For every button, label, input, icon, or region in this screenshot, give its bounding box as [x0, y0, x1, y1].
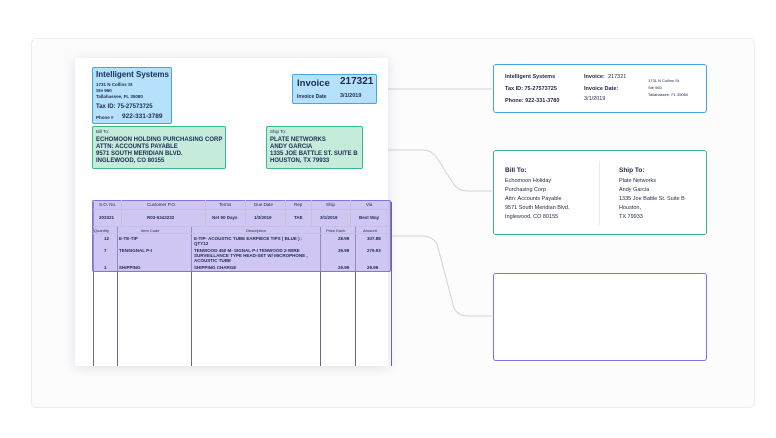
order-header-so: S.O. No.	[99, 202, 117, 207]
company-phone-label: Phone #	[96, 115, 114, 120]
order-ship: 3/1/2019	[320, 215, 338, 220]
extracted-bill-line1: Echomoon Holiday	[505, 178, 552, 184]
line-items-highlight[interactable]	[92, 200, 391, 272]
item-3-price: 29.99	[338, 265, 350, 270]
item-3-code: SHIPPING	[119, 265, 141, 270]
invoice-number: 217321	[340, 76, 374, 87]
bill-to-label: Bill To:	[96, 129, 110, 134]
item-2-code: TENSIGNAL P-I	[119, 248, 152, 253]
invoice-title: Invoice	[297, 78, 330, 89]
extracted-ship-line1: Plate Networks	[619, 178, 656, 184]
item-2-price: 39.99	[338, 248, 350, 253]
extracted-ship-line3: 1335 Joe Battle St. Suite B	[619, 196, 685, 202]
item-1-desc1: E-TIP- ACOUSTIC TUBE EARPIECE TIPS ( BLU…	[194, 236, 303, 241]
extracted-bill-line2: Purchasing Corp	[505, 187, 546, 193]
extracted-phone: Phone: 922-331-3780	[505, 98, 560, 104]
item-1-amount: 337.88	[367, 236, 381, 241]
extracted-header-card[interactable]: Intelligent Systems Tax ID: 75-27573725 …	[493, 64, 707, 113]
company-city: Tallahassee, FL 35080	[96, 94, 143, 99]
invoice-number-highlight[interactable]	[292, 74, 377, 104]
extracted-bill-label: Bill To:	[505, 167, 527, 174]
bill-to-line2: ATTN: ACCOUNTS PAYABLE	[96, 144, 178, 150]
connector-lineitems	[390, 235, 492, 317]
extracted-bill-line3: Attn: Accounts Payable	[505, 196, 562, 202]
order-via: Best Way	[359, 215, 380, 220]
item-3-desc1: SHIPPING CHARGE	[194, 265, 237, 270]
company-suite: Ste 960	[96, 88, 112, 93]
order-so: 203321	[99, 215, 115, 220]
extracted-addr1: 1731 N Collins St	[648, 78, 679, 83]
extracted-tax-id: Tax ID: 75-27573725	[505, 86, 557, 92]
invoice-date-label: Invoice Date	[297, 94, 327, 100]
extracted-date-value: 3/1/2019	[584, 96, 606, 102]
items-header-desc: Description	[246, 228, 267, 233]
company-info-highlight[interactable]	[92, 67, 172, 124]
items-header-amount: Amount	[363, 228, 377, 233]
bill-to-line3: 9571 SOUTH MERIDIAN BLVD.	[96, 151, 183, 157]
extracted-invoice-label: Invoice:	[584, 74, 605, 80]
ship-to-line3: 1335 JOE BATTLE ST. SUITE B	[270, 151, 358, 157]
ship-to-highlight[interactable]	[266, 126, 363, 169]
extracted-company: Intelligent Systems	[505, 74, 556, 80]
order-po: R03-5343232	[147, 215, 175, 220]
order-header-rep: Rep	[294, 202, 303, 207]
items-header-price: Price Each	[326, 228, 346, 233]
ship-to-label: Ship To:	[270, 129, 287, 134]
order-header-po: Customer P.O.	[147, 202, 177, 207]
item-1-desc2: QTY12	[194, 241, 209, 246]
company-tax-id: Tax ID: 75-27573725	[96, 104, 153, 110]
extracted-ship-line4: Houston,	[619, 205, 642, 211]
company-name: Intelligent Systems	[96, 70, 169, 79]
order-header-ship: Ship	[326, 202, 336, 207]
order-header-via: Via	[366, 202, 373, 207]
extracted-bill-line4: 9571 South Meridian Blvd.	[505, 205, 570, 211]
items-header-code: Item Code	[141, 228, 160, 233]
item-1-code: E-TE-TIP	[119, 236, 138, 241]
bill-to-highlight[interactable]	[92, 126, 226, 169]
item-2-desc2: SURVEILLANCE TYPE HEAD-SET W/ MICROPHONE…	[194, 253, 308, 258]
extracted-ship-line2: Andy Garcia	[619, 187, 650, 193]
extracted-invoice-value: 217321	[608, 74, 627, 80]
extracted-bill-line5: Inglewood, CO 80155	[505, 214, 559, 220]
order-header-due: Due Date	[254, 202, 274, 207]
ship-to-line1: PLATE NETWORKS	[270, 137, 326, 143]
company-phone: 922-331-3789	[122, 113, 163, 120]
extracted-addr3: Tallahassee, FL 35080	[648, 92, 689, 97]
order-header-terms: Terms	[219, 202, 232, 207]
item-3-amount: 29.99	[367, 265, 379, 270]
item-3-qty: 1	[104, 265, 107, 270]
items-header-qty: Quantity	[94, 228, 109, 233]
bill-to-line1: ECHOMOON HOLDING PURCHASING CORP	[96, 137, 223, 143]
ship-to-line4: HOUSTON, TX 79933	[270, 158, 330, 164]
item-2-desc1: TENWOOD 450 M- SIGNAL P-I TENWOOD 2-WIRE	[194, 248, 300, 253]
ship-to-line2: ANDY GARCIA	[270, 144, 313, 150]
item-1-qty: 12	[104, 236, 110, 241]
extracted-address-card[interactable]: Bill To: Echomoon Holiday Purchasing Cor…	[493, 150, 707, 235]
extracted-line-items-card[interactable]	[493, 273, 707, 361]
connector-address	[225, 149, 492, 192]
extracted-ship-line5: TX 79933	[619, 214, 643, 220]
address-divider	[599, 161, 600, 225]
bill-to-line4: INGLEWOOD, CO 80155	[96, 158, 165, 164]
invoice-date: 3/1/2019	[340, 93, 362, 99]
order-terms: Net 90 Days	[212, 215, 238, 220]
extracted-addr2: Ste 960	[648, 85, 662, 90]
item-2-qty: 7	[104, 248, 107, 253]
extracted-date-label: Invoice Date:	[584, 86, 619, 92]
order-rep: TAE	[294, 215, 303, 220]
extracted-ship-label: Ship To:	[619, 167, 645, 174]
item-2-amount: 279.93	[367, 248, 381, 253]
item-2-desc3: ACOUSTIC TUBE	[194, 258, 231, 263]
company-street: 1731 N Collins St	[96, 82, 133, 87]
order-due: 1/3/2019	[254, 215, 272, 220]
item-1-price: 28.99	[338, 236, 350, 241]
